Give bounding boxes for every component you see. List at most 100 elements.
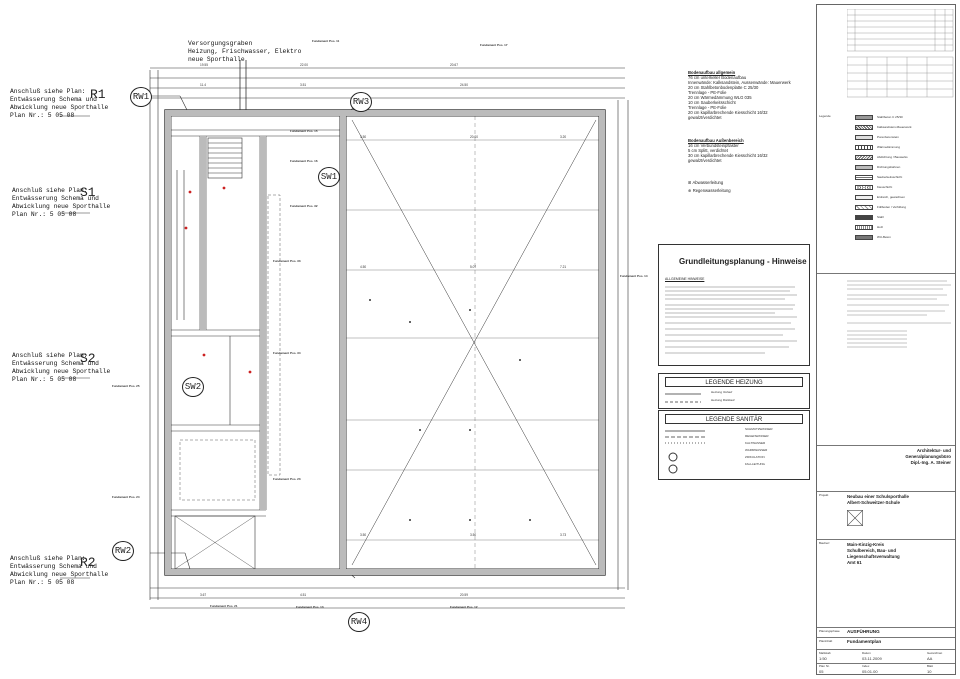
specs-title: Bodenaufbau allgemein [688,70,736,75]
swatch-icon [855,205,873,210]
material-label: Wärmedämmung [877,145,901,149]
sheet-label: Blatt [927,664,934,668]
material-row: Sauberkeitsschicht [855,173,955,183]
swatch-icon [855,215,873,220]
ref-s1: S1 [80,185,96,200]
ref-r2: R2 [80,555,96,570]
marker-rw2: RW2 [112,541,134,561]
specs-line: 30 cm kapillarbrechende Kiesschicht 16/3… [688,153,768,158]
connection-note-r1: Anschluß siehe Plan: Entwässerung Schema… [10,88,108,120]
swatch-icon [855,225,873,230]
material-label: Kiesschicht [877,185,893,189]
foundation-label: Fundament Pos. 12 [450,605,478,609]
architect-line2: Generalplanungsbüro [905,454,951,459]
legend-heizung-title: LEGENDE HEIZUNG [665,377,803,387]
svg-text:20.00: 20.00 [470,135,478,139]
supply-trench-note: Versorgungsgraben Heizung, Frischwasser,… [188,40,301,64]
legend-sanitaer-item: SCHMUTZWASSER [745,427,773,431]
legend-sanitaer-item: KALTWASSER [745,441,766,445]
foundation-label: Fundament Pos. 15 [290,129,318,133]
foundation-label: Fundament Pos. 34 [273,351,301,355]
marker-sw1: SW1 [318,167,340,187]
svg-text:3.73: 3.73 [560,533,566,537]
foundation-label: Fundament Pos. 33 [273,259,301,263]
svg-text:11.4: 11.4 [200,83,206,87]
legend-sanitaer: LEGENDE SANITÄR SCHMUTZWASSER REGENWASSE… [658,410,810,480]
specs-line: 76 cm unterkeller Bodenaufbau [688,75,747,80]
svg-text:20.59: 20.59 [460,593,468,597]
swatch-icon [855,135,873,140]
swatch-icon [855,155,873,160]
phase-label: Planungsphase [819,629,840,633]
connection-note-s2: Anschluß siehe Plan: Entwässerung Schema… [12,352,110,384]
svg-text:3.50: 3.50 [360,533,366,537]
sheet-value: 10 [927,669,932,674]
material-label: Dichtungsbahnen [877,165,901,169]
note-line: Entwässerung Schema und [10,96,97,103]
index-label: Index [862,664,870,668]
material-label: Sauberkeitsschicht [877,175,903,179]
material-row: Abdichtung / Bauwerks [855,153,955,163]
svg-text:3.51: 3.51 [300,83,306,87]
project-line2: Albert-Schweitzer-Schule [847,500,900,505]
connection-note-s1: Anschluß siehe Plan: Entwässerung Schema… [12,187,110,219]
specs-line: 20 cm kapillarbrechende Kiesschicht 16/3… [688,110,768,115]
hints-subtitle: ALLGEMEINE HINWEISE [665,277,705,281]
planno-value: 05 [819,669,824,674]
owner-line1: Main-Kinzig-Kreis [847,542,885,547]
marker-rw1: RW1 [130,87,152,107]
svg-text:3.50: 3.50 [360,135,366,139]
specs-line: Innenwände: Kalksandstein, Aussenwände: … [688,80,791,85]
svg-text:5.07: 5.07 [470,265,476,269]
specs-line: 16 cm Verbundsteinpflaster [688,143,739,148]
material-row: Stahl [855,213,955,223]
drawn-value: AA [927,656,933,661]
material-legend-title: Legende [819,114,831,118]
scale-label: Maßstab [819,651,831,655]
material-label: Kalksandstein-Mauerwerk [877,125,912,129]
legend-sanitaer-item: ZIRKULATION [745,455,765,459]
material-row: Stahlbeton C 25/30 [855,113,955,123]
note-line: Abwicklung neue Sporthalle [12,368,111,375]
material-row: Erdreich, gewachsen [855,193,955,203]
svg-text:4.50: 4.50 [360,265,366,269]
material-label: Stahl [877,215,884,219]
foundation-label: Fundament Pos. 14 [620,274,648,278]
legend-heizung-item: Heizung Rücklauf [711,398,735,402]
foundation-label: Fundament Pos. 13 [296,605,324,609]
svg-text:24.50: 24.50 [460,83,468,87]
hints-text-lines [665,286,797,354]
note-line: Plan Nr.: 5 05 08 [12,376,77,383]
legend-item-label: Abwasserleitung [692,180,724,185]
note-line: Plan Nr.: 5 05 08 [10,112,75,119]
material-label: Abdichtung / Bauwerks [877,155,908,159]
plan-title: Fundamentplan [847,639,882,644]
swatch-icon [855,125,873,130]
legend-item: ⊞ Abwasserleitung [688,180,724,185]
architect-name: Dipl.-Ing. A. Steiner [910,460,951,465]
project-line1: Neubau einer Schulsporthalle [847,494,909,499]
material-row: Holz [855,223,955,233]
legend-sanitaer-item: WARMWASSER [745,448,768,452]
title-block: Legende Stahlbeton C 25/30 Kalksandstein… [816,4,956,675]
swatch-icon [855,185,873,190]
specs-block-2: Bodenaufbau Außenbereich 16 cm Verbundst… [688,138,808,163]
note-line: Abwicklung neue Sporthalle [10,104,109,111]
material-row: Dichtungsbahnen [855,163,955,173]
note-line: Anschluß siehe Plan: [10,88,86,95]
svg-text:3.20: 3.20 [560,135,566,139]
project-x-icon [847,510,863,526]
note-line: Anschluß siehe Plan: [12,352,88,359]
note-line: Entwässerung Schema und [12,195,99,202]
svg-text:7.21: 7.21 [560,265,566,269]
date-value: 03.11.2009 [862,656,882,661]
svg-text:3.67: 3.67 [200,593,206,597]
legend-item: ⊕ Regenwasserleitung [688,188,731,193]
owner-line4: Amt 61 [847,560,862,565]
svg-text:4.51: 4.51 [300,593,306,597]
swatch-icon [855,235,873,240]
material-label: Füllboden / Verfüllung [877,205,907,209]
swatch-icon [855,175,873,180]
foundation-label: Fundament Pos. 23 [273,477,301,481]
